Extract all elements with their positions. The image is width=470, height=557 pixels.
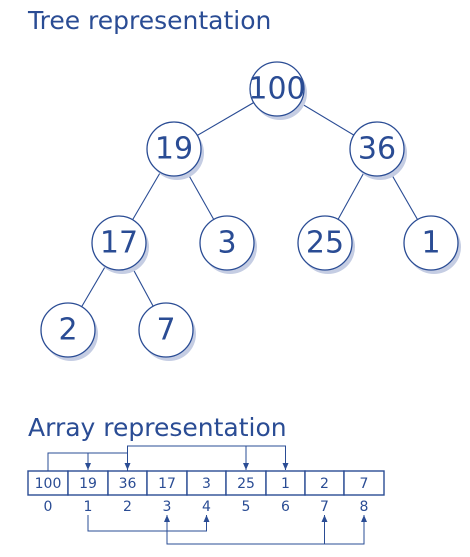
node-circle: [249, 61, 305, 117]
array-cell-value: 25: [237, 476, 255, 492]
array-indices: 0 1 2 3 4 5 6 7 8: [44, 499, 369, 515]
parent-child-link: [127, 445, 286, 471]
array-index-label: 7: [320, 499, 329, 515]
array-cell: 17: [146, 470, 188, 496]
arrow-head: [282, 463, 289, 470]
tree-node: 36: [349, 121, 407, 180]
array-cell-box: [186, 470, 227, 496]
parent-child-link: [166, 515, 365, 545]
array-cell-value: 3: [202, 476, 211, 492]
node-circle: [146, 121, 202, 177]
array-cell-box: [304, 470, 345, 496]
tree-node: 100: [248, 61, 307, 120]
tree-node: 7: [138, 302, 196, 361]
array-cells: 100 19 36 17 3 25 1 2 7: [27, 470, 385, 496]
array-cell: 36: [107, 470, 148, 496]
array-cell-value: 36: [119, 476, 137, 492]
array-cell: 100: [27, 470, 69, 496]
array-index-label: 8: [360, 499, 369, 515]
array-index-label: 6: [281, 499, 290, 515]
tree-representation-title: Tree representation: [28, 6, 272, 35]
node-value: 19: [155, 132, 193, 167]
array-cell-value: 19: [79, 476, 97, 492]
tree-nodes: 100 19 36 17 3 25 1 2 7: [40, 61, 461, 361]
arrow-head: [243, 463, 249, 470]
tree-node: 1: [403, 215, 461, 274]
array-cell-value: 7: [360, 476, 369, 492]
array-parent-links: [47, 445, 367, 545]
tree-node: 3: [199, 215, 257, 274]
node-circle: [403, 215, 459, 271]
node-value: 100: [248, 72, 305, 107]
array-cell-box: [146, 470, 188, 496]
array-cell: 1: [265, 470, 306, 496]
array-cell-value: 2: [320, 476, 329, 492]
node-circle: [91, 215, 147, 271]
arrow-head: [85, 463, 91, 470]
array-cell: 19: [67, 470, 109, 496]
array-index-label: 2: [123, 499, 132, 515]
array-index-label: 0: [44, 499, 53, 515]
node-circle: [349, 121, 405, 177]
array-cell: 3: [186, 470, 227, 496]
array-cell-box: [343, 470, 385, 496]
parent-child-link: [87, 515, 207, 532]
array-representation-title: Array representation: [28, 413, 287, 442]
node-value: 1: [421, 226, 440, 261]
node-value: 25: [306, 226, 344, 261]
node-circle: [40, 302, 96, 358]
arrow-head: [361, 515, 367, 522]
array-index-label: 5: [242, 499, 251, 515]
array-cell: 2: [304, 470, 345, 496]
array-index-label: 1: [84, 499, 93, 515]
node-value: 36: [358, 132, 396, 167]
array-cell-box: [67, 470, 109, 496]
array-cell-value: 100: [35, 476, 62, 492]
node-circle: [138, 302, 194, 358]
tree-node: 17: [91, 215, 149, 274]
array-index-label: 4: [202, 499, 211, 515]
array-index-label: 3: [163, 499, 172, 515]
array-cell-box: [225, 470, 267, 496]
array-cell-box: [27, 470, 69, 496]
node-value: 17: [100, 226, 138, 261]
tree-node: 25: [297, 215, 355, 274]
tree-node: 19: [146, 121, 204, 180]
array-cell: 7: [343, 470, 385, 496]
array-cell-value: 1: [281, 476, 290, 492]
node-circle: [297, 215, 353, 271]
arrow-head: [203, 515, 210, 522]
arrow-head: [321, 515, 328, 522]
node-value: 2: [58, 313, 77, 348]
node-circle: [199, 215, 255, 271]
array-cell-value: 17: [158, 476, 176, 492]
node-value: 7: [156, 313, 175, 348]
array-cell: 25: [225, 470, 267, 496]
node-value: 3: [217, 226, 236, 261]
tree-node: 2: [40, 302, 98, 361]
